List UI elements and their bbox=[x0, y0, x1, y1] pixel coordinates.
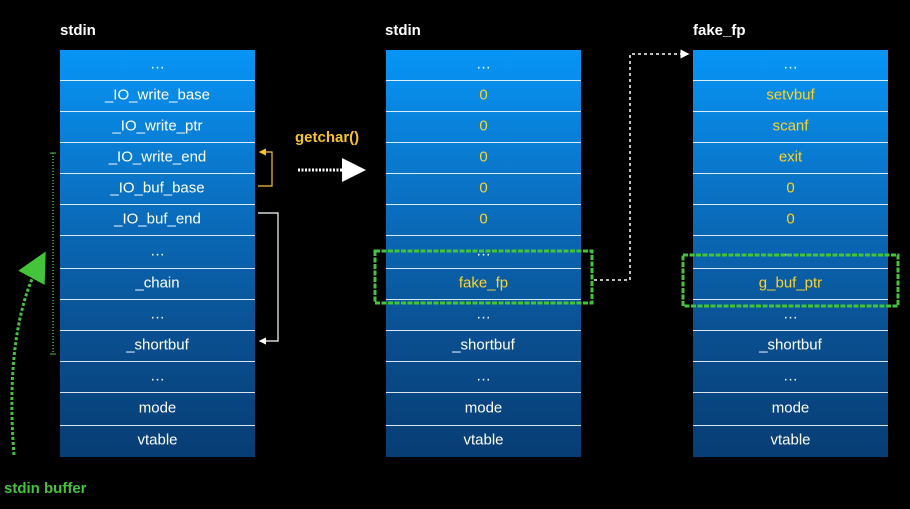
buf-end-bracket bbox=[258, 212, 279, 345]
struct-field-2-11: mode bbox=[693, 393, 888, 426]
struct-field-2-12: vtable bbox=[693, 426, 888, 456]
struct-field-1-1: 0 bbox=[386, 81, 581, 112]
field-label: _IO_write_ptr bbox=[112, 117, 203, 135]
field-label: _chain bbox=[135, 274, 180, 292]
fake-fp-title: fake_fp bbox=[693, 22, 746, 39]
struct-field-2-7: g_buf_ptr bbox=[693, 269, 888, 300]
struct-field-0-3: _IO_write_end bbox=[60, 143, 255, 174]
field-label: mode bbox=[138, 399, 177, 417]
stdin-buffer-arrow bbox=[10, 251, 46, 456]
fake-fp-pointer-arrow bbox=[594, 49, 690, 281]
struct-field-0-6: … bbox=[60, 236, 255, 269]
field-label: _IO_buf_base bbox=[110, 179, 205, 197]
struct-field-0-12: vtable bbox=[60, 426, 255, 456]
field-label: … bbox=[150, 55, 165, 73]
field-label: … bbox=[783, 367, 798, 385]
field-label: g_buf_ptr bbox=[758, 274, 823, 292]
field-label: … bbox=[476, 367, 491, 385]
struct-field-2-0: … bbox=[693, 50, 888, 81]
field-label: 0 bbox=[786, 179, 795, 197]
fake-fp-highlight bbox=[373, 249, 594, 305]
field-label: scanf bbox=[772, 117, 809, 135]
struct-field-0-7: _chain bbox=[60, 269, 255, 300]
stdin-original-title: stdin bbox=[60, 22, 96, 39]
struct-field-1-8: … bbox=[386, 300, 581, 331]
field-label: 0 bbox=[479, 210, 488, 228]
field-label: … bbox=[783, 55, 798, 73]
field-label: … bbox=[150, 367, 165, 385]
struct-field-2-9: _shortbuf bbox=[693, 331, 888, 362]
field-label: … bbox=[476, 305, 491, 323]
struct-field-2-5: 0 bbox=[693, 205, 888, 236]
struct-field-1-2: 0 bbox=[386, 112, 581, 143]
struct-field-1-9: _shortbuf bbox=[386, 331, 581, 362]
field-label: mode bbox=[771, 399, 810, 417]
struct-field-2-1: setvbuf bbox=[693, 81, 888, 112]
struct-field-2-8: … bbox=[693, 300, 888, 331]
struct-field-1-10: … bbox=[386, 362, 581, 393]
field-label: exit bbox=[778, 148, 803, 166]
struct-field-0-4: _IO_buf_base bbox=[60, 174, 255, 205]
buf-base-bracket bbox=[258, 148, 273, 187]
field-label: 0 bbox=[479, 117, 488, 135]
field-label: … bbox=[476, 55, 491, 73]
struct-field-0-9: _shortbuf bbox=[60, 331, 255, 362]
struct-field-0-1: _IO_write_base bbox=[60, 81, 255, 112]
struct-field-1-3: 0 bbox=[386, 143, 581, 174]
field-label: _IO_buf_end bbox=[114, 210, 201, 228]
field-label: vtable bbox=[137, 431, 178, 449]
struct-field-1-12: vtable bbox=[386, 426, 581, 456]
struct-field-0-11: mode bbox=[60, 393, 255, 426]
struct-field-2-3: exit bbox=[693, 143, 888, 174]
struct-field-2-4: 0 bbox=[693, 174, 888, 205]
field-label: _shortbuf bbox=[126, 336, 189, 354]
struct-field-2-10: … bbox=[693, 362, 888, 393]
field-label: vtable bbox=[770, 431, 811, 449]
field-label: _IO_write_base bbox=[104, 86, 211, 104]
stdin-modified-title: stdin bbox=[385, 22, 421, 39]
struct-field-0-8: … bbox=[60, 300, 255, 331]
field-label: vtable bbox=[463, 431, 504, 449]
field-label: setvbuf bbox=[766, 86, 815, 104]
stdin-original-struct: … _IO_write_base _IO_write_ptr _IO_write_en… bbox=[60, 50, 255, 457]
field-label: 0 bbox=[479, 86, 488, 104]
struct-field-1-5: 0 bbox=[386, 205, 581, 236]
field-label: 0 bbox=[479, 148, 488, 166]
struct-field-0-10: … bbox=[60, 362, 255, 393]
field-label: … bbox=[150, 305, 165, 323]
struct-field-1-0: … bbox=[386, 50, 581, 81]
field-label: fake_fp bbox=[458, 274, 509, 292]
getchar-label: getchar() bbox=[295, 129, 360, 146]
field-label: … bbox=[150, 242, 165, 260]
struct-field-0-0: … bbox=[60, 50, 255, 81]
struct-field-0-5: _IO_buf_end bbox=[60, 205, 255, 236]
struct-field-0-2: _IO_write_ptr bbox=[60, 112, 255, 143]
field-label: _IO_write_end bbox=[108, 148, 207, 166]
field-label: 0 bbox=[479, 179, 488, 197]
field-label: mode bbox=[464, 399, 503, 417]
field-label: _shortbuf bbox=[452, 336, 515, 354]
field-label: 0 bbox=[786, 210, 795, 228]
struct-field-2-2: scanf bbox=[693, 112, 888, 143]
field-label: _shortbuf bbox=[759, 336, 822, 354]
struct-field-1-4: 0 bbox=[386, 174, 581, 205]
g-buf-ptr-highlight bbox=[681, 253, 900, 308]
struct-field-1-11: mode bbox=[386, 393, 581, 426]
struct-field-1-7: fake_fp bbox=[386, 269, 581, 300]
stdin-buffer-label: stdin buffer bbox=[4, 480, 87, 497]
field-label: … bbox=[783, 305, 798, 323]
